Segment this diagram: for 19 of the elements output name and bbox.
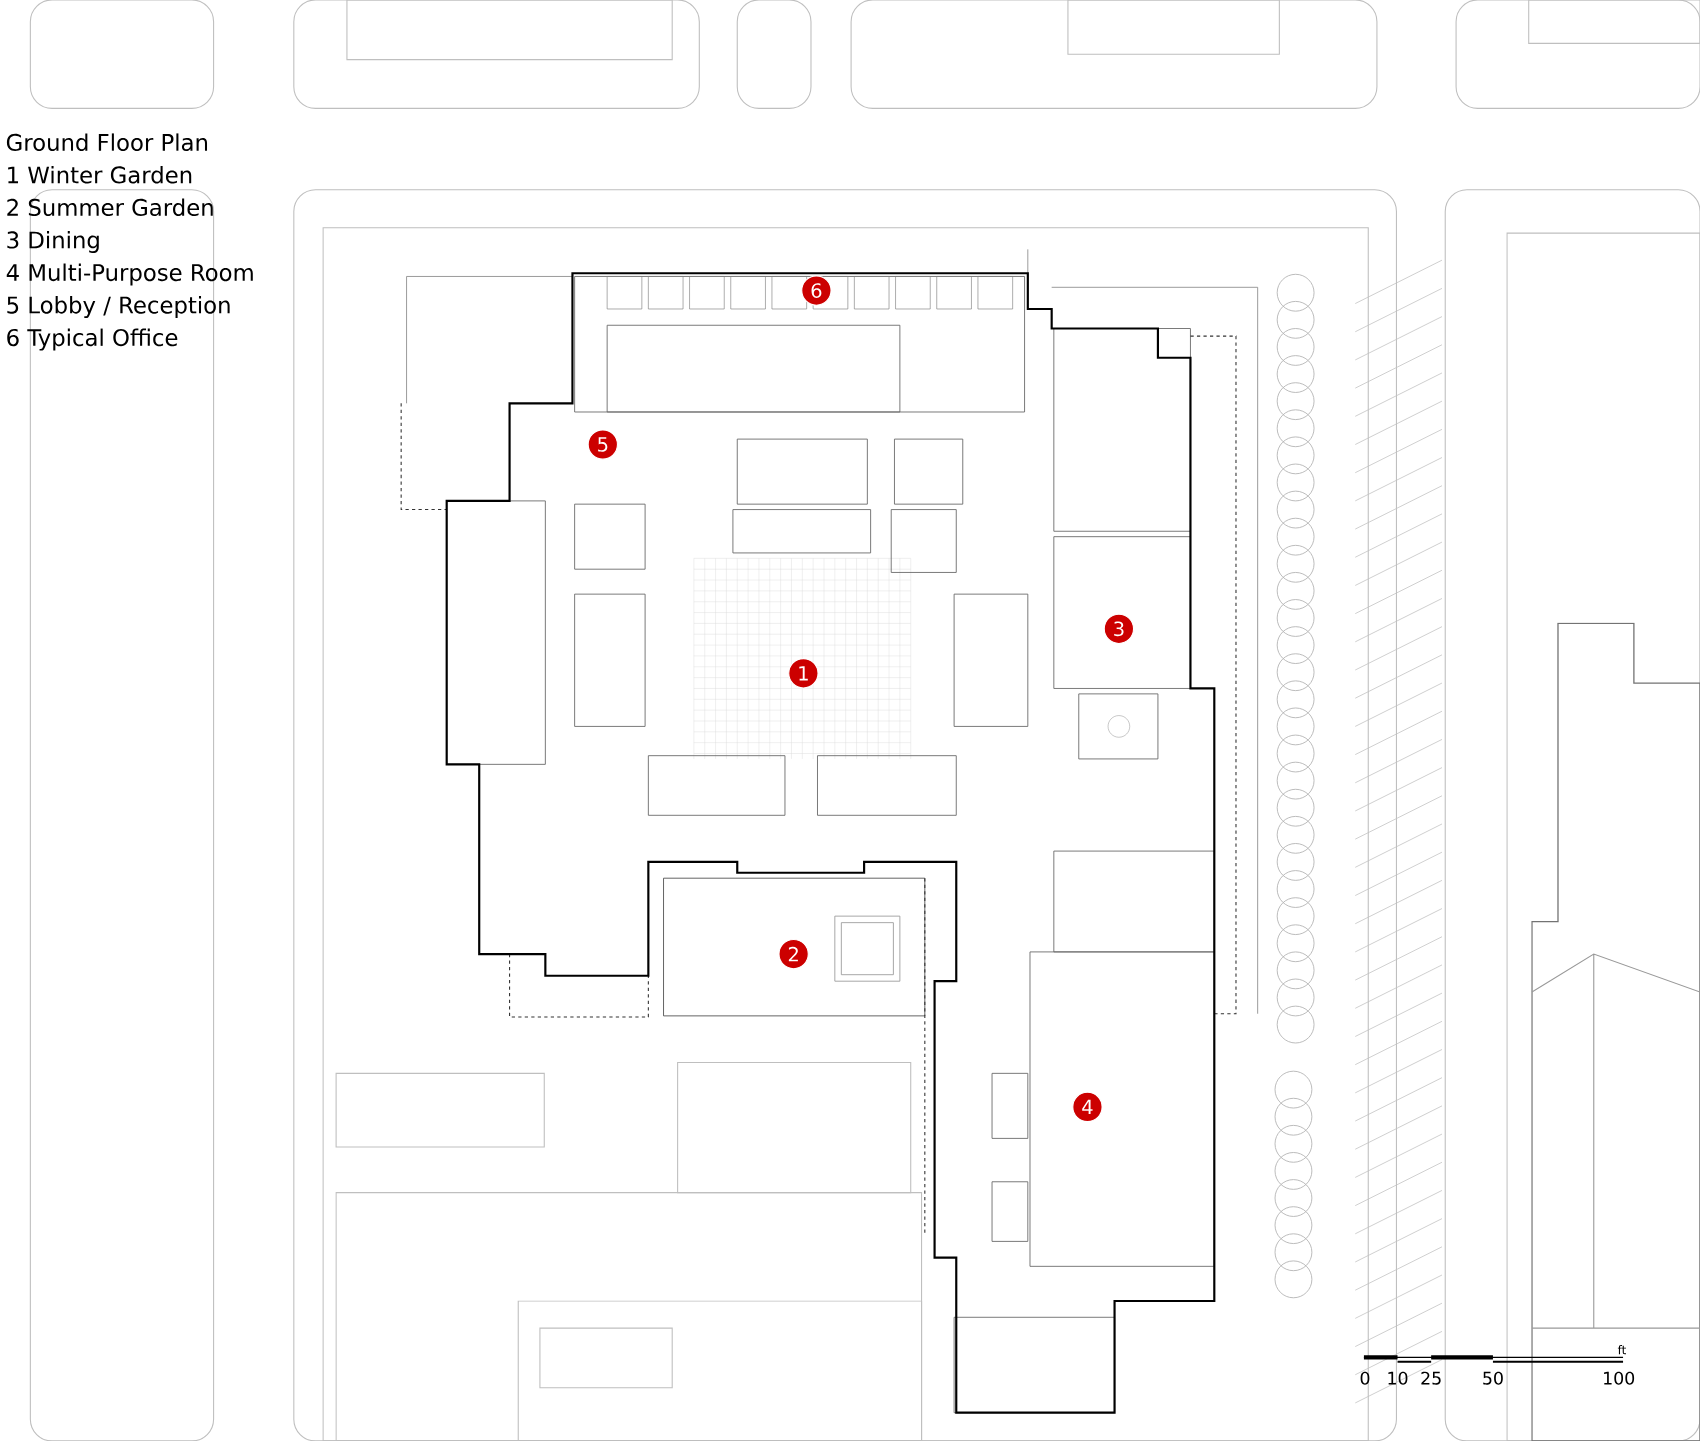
plan-title: Ground Floor Plan <box>6 133 207 152</box>
legend-entry: 2 Summer Garden <box>7 198 213 217</box>
callout-number: 6 <box>801 275 832 306</box>
callout-number: 2 <box>778 939 809 970</box>
scale-label: 50 <box>1483 1371 1503 1385</box>
scale-label: 0 <box>1360 1371 1370 1385</box>
callout-number: 3 <box>1103 613 1135 645</box>
legend-entry: 6 Typical Office <box>7 328 178 351</box>
callout-number: 5 <box>587 429 618 460</box>
unit-label: ft <box>1617 1345 1626 1355</box>
scale-label: 25 <box>1421 1371 1441 1385</box>
legend-entry: 3 Dining <box>7 231 99 254</box>
legend-entry: 4 Multi-Purpose Room <box>6 263 253 286</box>
callout-number: 4 <box>1072 1091 1103 1123</box>
legend-entry: 1 Winter Garden <box>8 166 192 184</box>
scale-label: 10 <box>1388 1371 1408 1385</box>
legend-entry: 5 Lobby / Reception <box>7 296 230 319</box>
callout-number: 1 <box>788 658 819 689</box>
scale-label: 100 <box>1604 1371 1635 1385</box>
